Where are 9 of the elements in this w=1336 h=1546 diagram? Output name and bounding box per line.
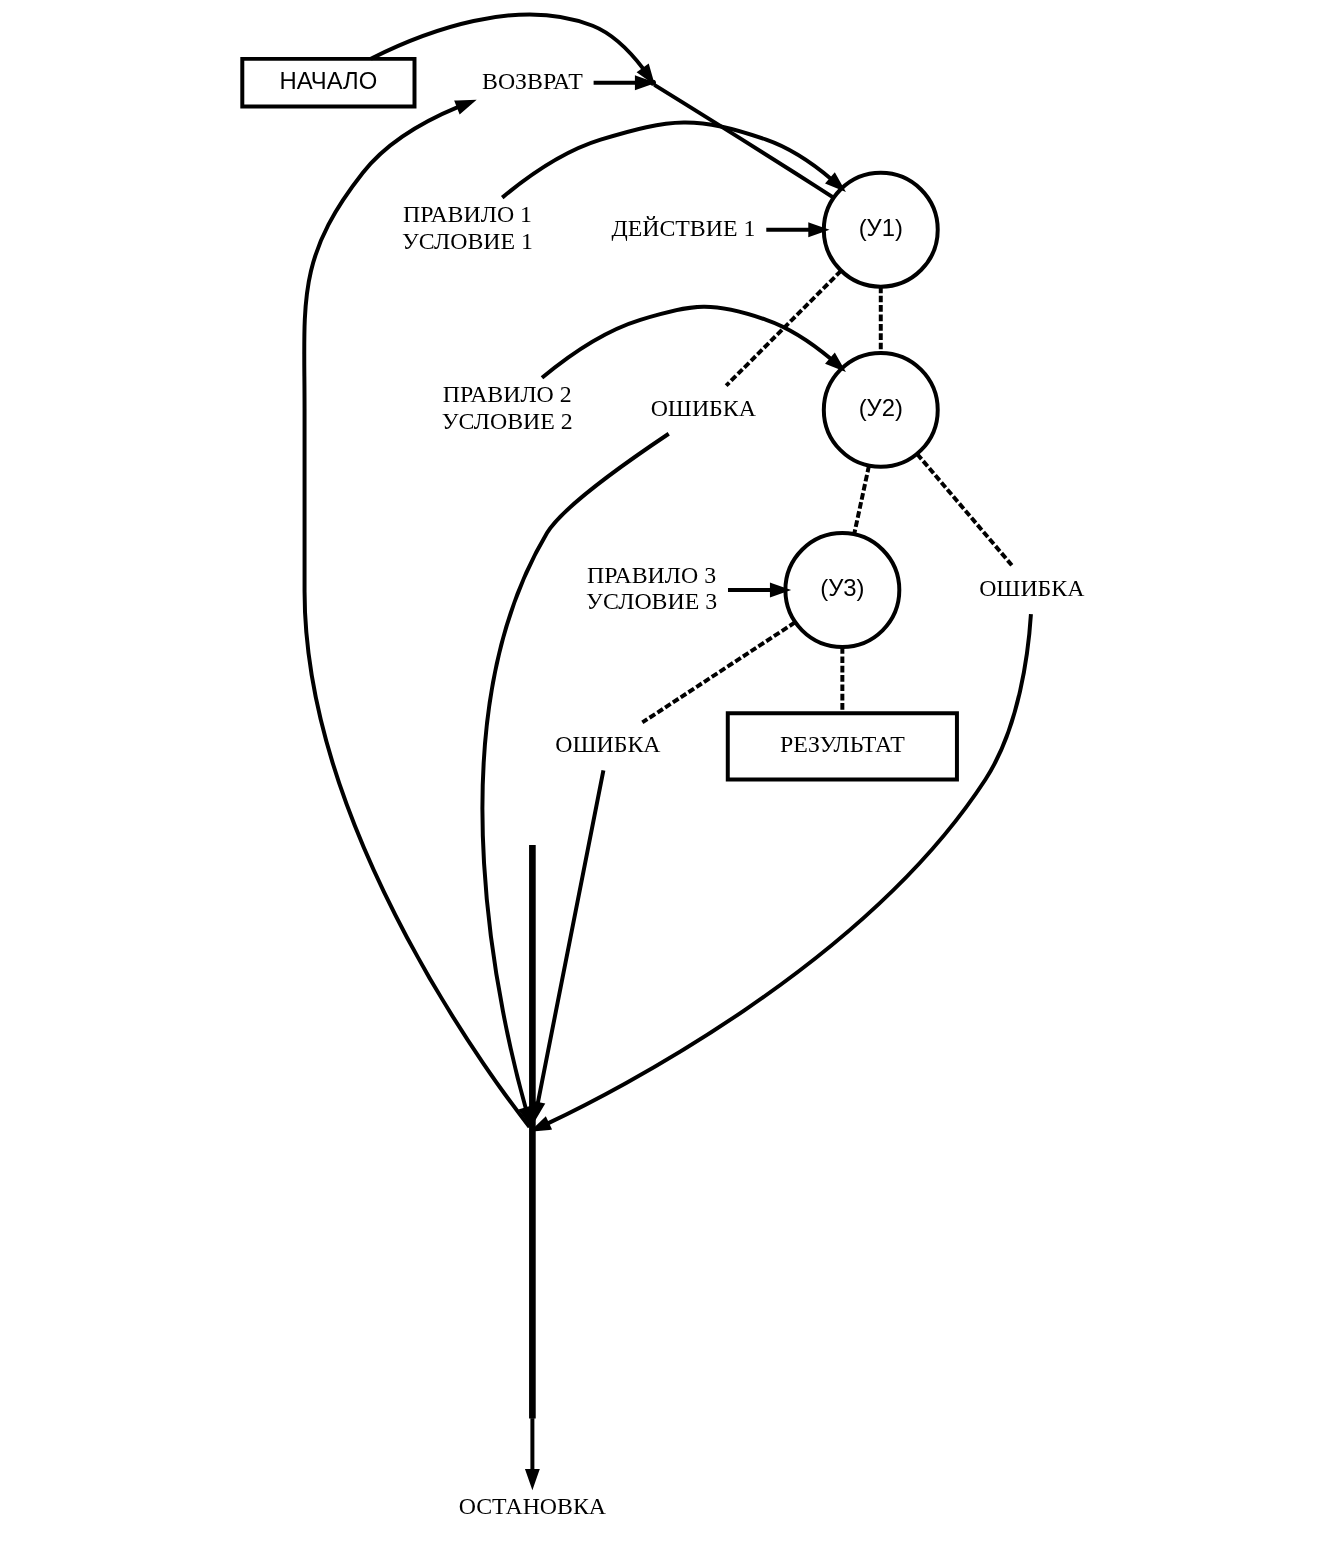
node-text: ОШИБКА <box>650 394 756 421</box>
node-text: ПРАВИЛО 1 УСЛОВИЕ 1 <box>401 201 533 254</box>
node-text: ОСТАНОВКА <box>458 1492 606 1519</box>
node-text: ОШИБКА <box>978 574 1084 601</box>
node-text: ВОЗВРАТ <box>481 67 583 94</box>
node-text: ОШИБКА <box>554 731 661 758</box>
node-text: ДЕЙСТВИЕ 1 <box>610 214 755 241</box>
node-text: ПРАВИЛО 2 УСЛОВИЕ 2 <box>441 381 573 434</box>
node-text: ПРАВИЛО 3 УСЛОВИЕ 3 <box>585 561 717 615</box>
